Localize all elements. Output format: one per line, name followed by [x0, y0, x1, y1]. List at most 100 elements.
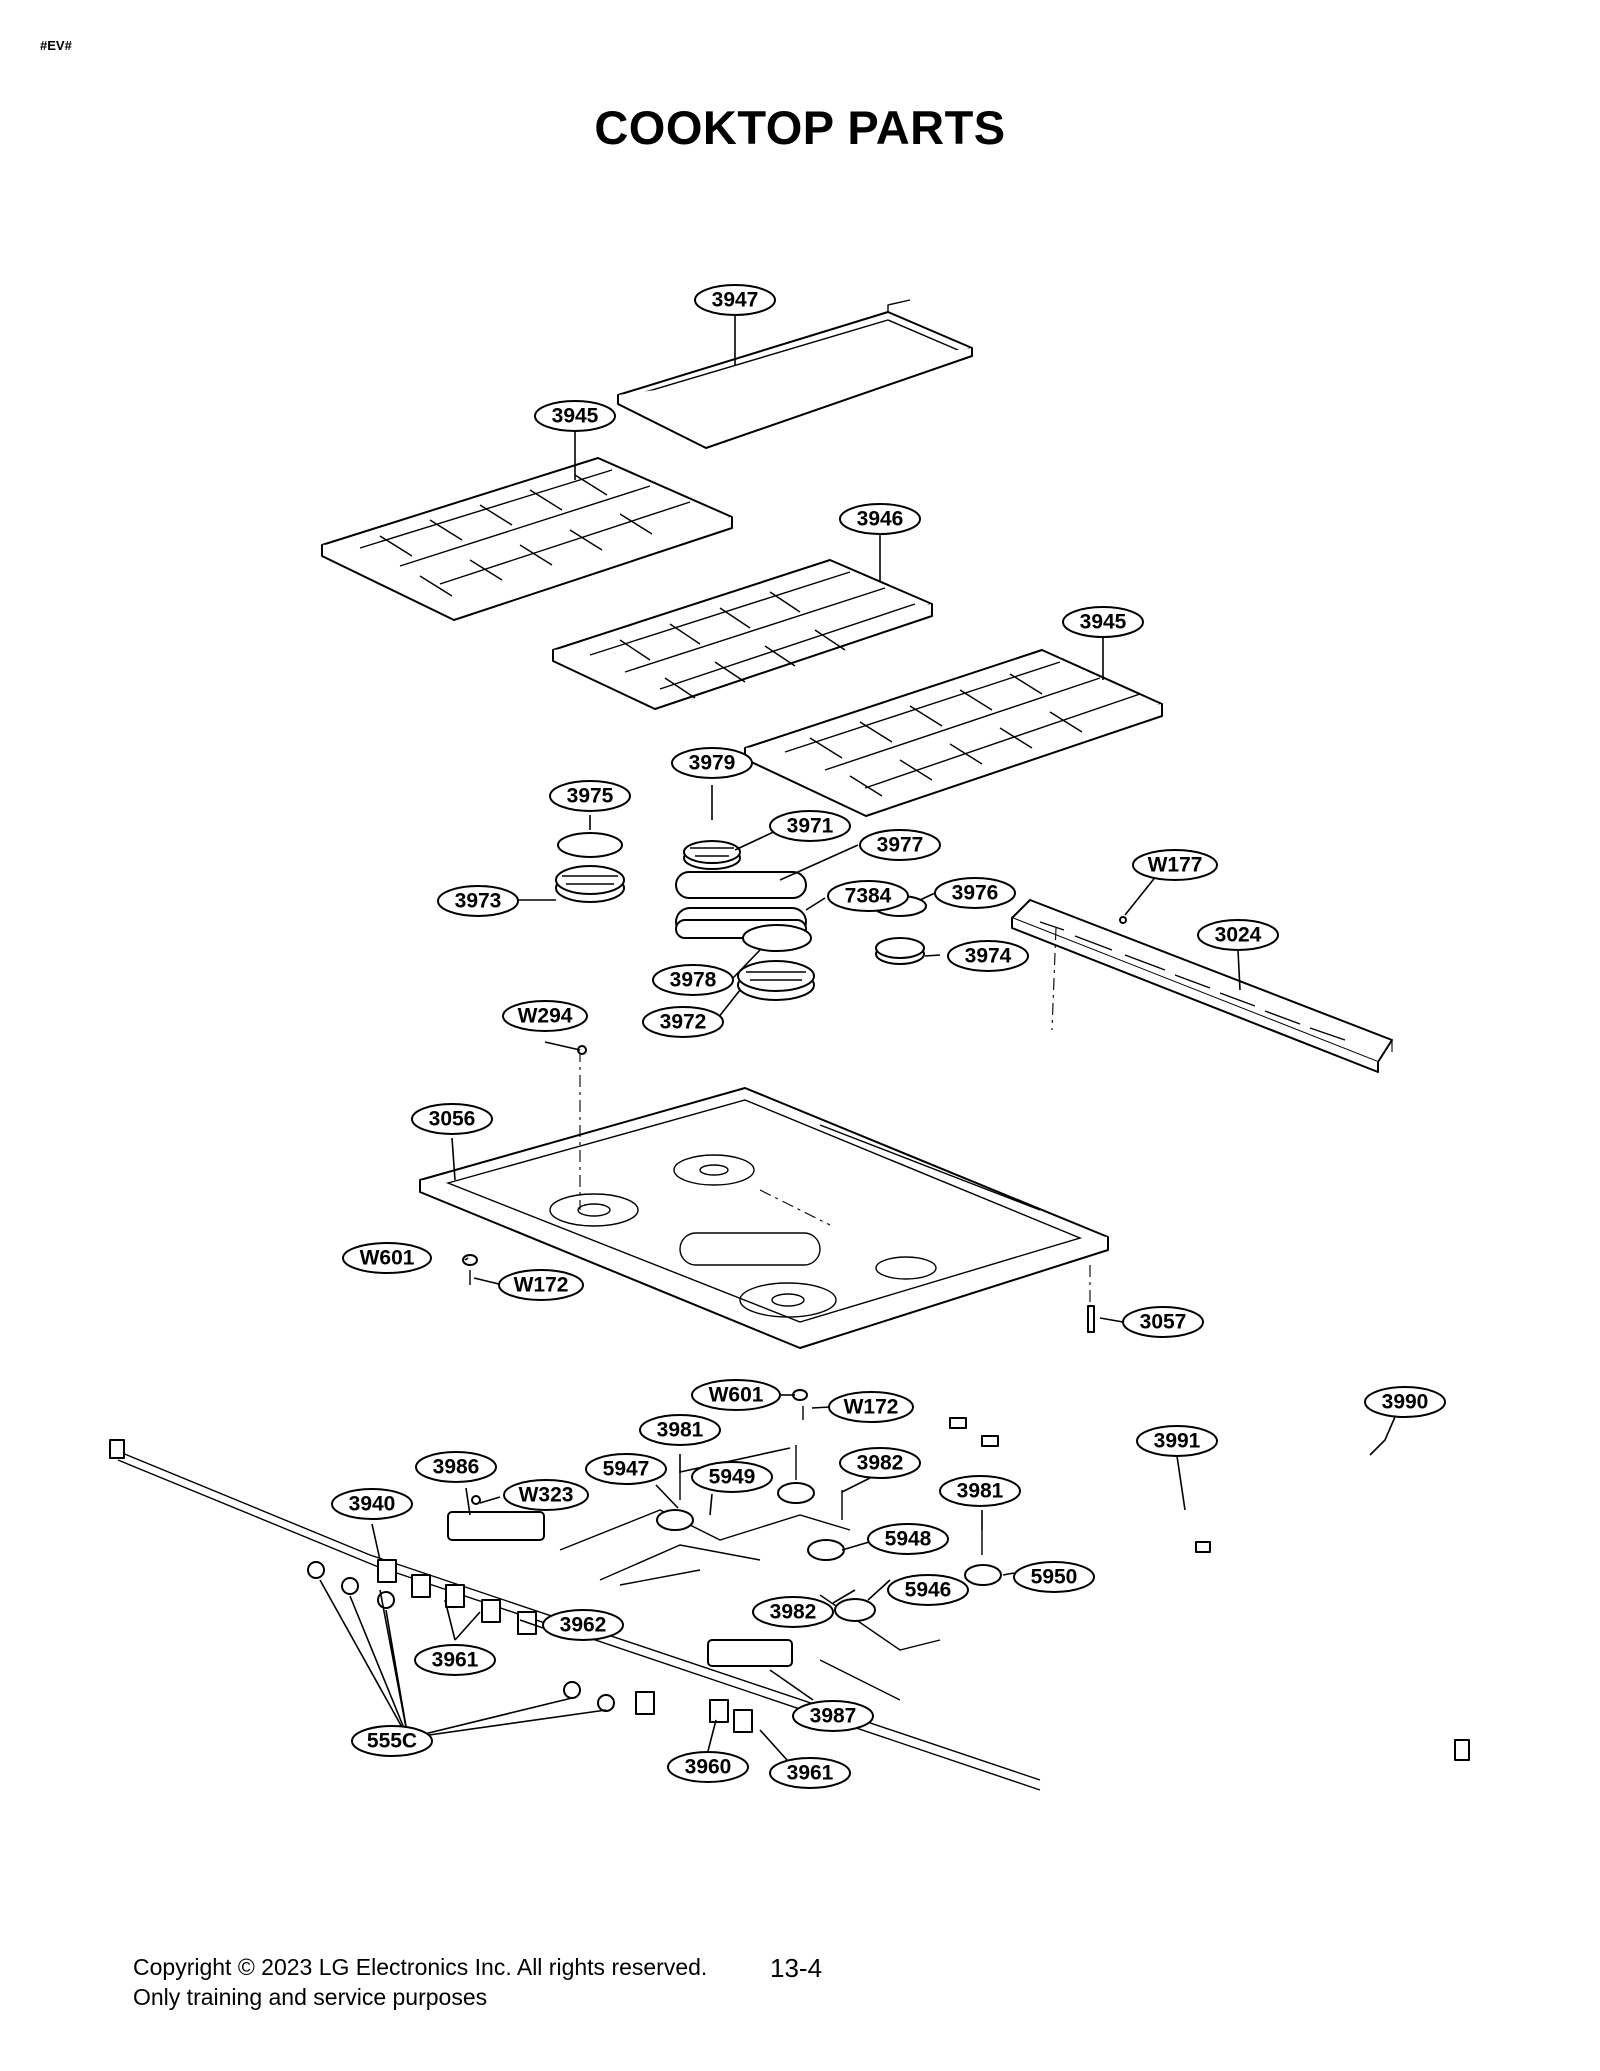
- callout-3972[interactable]: 3972: [642, 1006, 724, 1038]
- svg-text:3960: 3960: [685, 1756, 732, 1779]
- svg-text:3972: 3972: [660, 1011, 707, 1034]
- svg-text:3991: 3991: [1154, 1430, 1201, 1453]
- callout-3940[interactable]: 3940: [331, 1488, 413, 1520]
- callout-w177[interactable]: W177: [1132, 849, 1218, 881]
- svg-text:W177: W177: [1148, 854, 1203, 877]
- callout-5946[interactable]: 5946: [887, 1574, 969, 1606]
- callout-3056[interactable]: 3056: [411, 1103, 493, 1135]
- callout-3962[interactable]: 3962: [542, 1609, 624, 1641]
- griddle-part: [617, 299, 973, 449]
- svg-text:3024: 3024: [1215, 924, 1262, 947]
- valve-and-manifold-assembly: [109, 1439, 1041, 1791]
- callout-3024[interactable]: 3024: [1197, 919, 1279, 951]
- svg-text:5948: 5948: [885, 1528, 932, 1551]
- svg-text:3975: 3975: [567, 785, 614, 808]
- svg-text:3982: 3982: [770, 1601, 817, 1624]
- callout-3986[interactable]: 3986: [415, 1451, 497, 1483]
- callout-3978[interactable]: 3978: [652, 964, 734, 996]
- svg-text:3987: 3987: [810, 1705, 857, 1728]
- callout-w172-center[interactable]: W172: [828, 1391, 914, 1423]
- svg-text:W294: W294: [518, 1005, 573, 1028]
- callout-3990[interactable]: 3990: [1364, 1386, 1446, 1418]
- callout-5947[interactable]: 5947: [585, 1453, 667, 1485]
- callout-3987[interactable]: 3987: [792, 1700, 874, 1732]
- svg-text:3982: 3982: [857, 1452, 904, 1475]
- page-number: 13-4: [770, 1953, 823, 1983]
- callout-3975[interactable]: 3975: [549, 780, 631, 812]
- callout-3945-left[interactable]: 3945: [534, 400, 616, 432]
- callout-3946[interactable]: 3946: [839, 503, 921, 535]
- callout-3976[interactable]: 3976: [934, 877, 1016, 909]
- usage-note: Only training and service purposes: [133, 1984, 488, 2010]
- document-tag: #EV#: [40, 38, 72, 53]
- center-grate-part: [552, 559, 933, 710]
- callout-3057[interactable]: 3057: [1122, 1306, 1204, 1338]
- svg-text:3056: 3056: [429, 1108, 476, 1131]
- part-callouts: 3947 3945 3946 3945 3979 3975 3971 3977 …: [331, 284, 1446, 1789]
- svg-text:3990: 3990: [1382, 1391, 1429, 1414]
- svg-text:3945: 3945: [552, 405, 599, 428]
- callout-3974[interactable]: 3974: [947, 940, 1029, 972]
- svg-text:5950: 5950: [1031, 1566, 1078, 1589]
- callout-3971[interactable]: 3971: [769, 810, 851, 842]
- callout-7384[interactable]: 7384: [827, 880, 909, 912]
- svg-text:3945: 3945: [1080, 611, 1127, 634]
- callout-w294[interactable]: W294: [502, 1000, 588, 1032]
- callout-3982-upper[interactable]: 3982: [839, 1447, 921, 1479]
- svg-text:5947: 5947: [603, 1458, 650, 1481]
- callout-5949[interactable]: 5949: [691, 1461, 773, 1493]
- callout-3961-right[interactable]: 3961: [769, 1757, 851, 1789]
- callout-w601-left[interactable]: W601: [342, 1242, 432, 1274]
- callout-3979[interactable]: 3979: [671, 747, 753, 779]
- fasteners: [462, 916, 1127, 1505]
- svg-text:3986: 3986: [433, 1456, 480, 1479]
- svg-text:3978: 3978: [670, 969, 717, 992]
- callout-3981-lower[interactable]: 3981: [939, 1475, 1021, 1507]
- callout-3961-left[interactable]: 3961: [414, 1644, 496, 1676]
- svg-text:3973: 3973: [455, 890, 502, 913]
- svg-text:3977: 3977: [877, 834, 924, 857]
- svg-text:7384: 7384: [845, 885, 892, 908]
- svg-text:3961: 3961: [787, 1762, 834, 1785]
- svg-text:3940: 3940: [349, 1493, 396, 1516]
- callout-3960[interactable]: 3960: [667, 1751, 749, 1783]
- callout-3991[interactable]: 3991: [1136, 1425, 1218, 1457]
- callout-3973[interactable]: 3973: [437, 885, 519, 917]
- svg-text:3981: 3981: [657, 1419, 704, 1442]
- callout-3947[interactable]: 3947: [694, 284, 776, 316]
- right-grate-part: [744, 649, 1163, 817]
- svg-text:3981: 3981: [957, 1480, 1004, 1503]
- footer-text: Copyright © 2023 LG Electronics Inc. All…: [133, 1952, 707, 2012]
- callout-w323[interactable]: W323: [503, 1479, 589, 1511]
- page-title: COOKTOP PARTS: [594, 101, 1006, 154]
- svg-text:3976: 3976: [952, 882, 999, 905]
- svg-text:3947: 3947: [712, 289, 759, 312]
- svg-text:3962: 3962: [560, 1614, 607, 1637]
- svg-text:3961: 3961: [432, 1649, 479, 1672]
- svg-text:3946: 3946: [857, 508, 904, 531]
- control-panel-trim-part: [1011, 899, 1393, 1073]
- svg-text:W172: W172: [514, 1274, 569, 1297]
- burner-assemblies: [555, 832, 927, 1001]
- callout-3982-lower[interactable]: 3982: [752, 1596, 834, 1628]
- svg-text:3979: 3979: [689, 752, 736, 775]
- callout-w172-left[interactable]: W172: [498, 1269, 584, 1301]
- left-grate-part: [321, 457, 733, 621]
- callout-w601-center[interactable]: W601: [691, 1379, 781, 1411]
- svg-text:5949: 5949: [709, 1466, 756, 1489]
- copyright-notice: Copyright © 2023 LG Electronics Inc. All…: [133, 1954, 708, 1980]
- cooktop-main-top-part: [419, 1050, 1109, 1349]
- callout-5948[interactable]: 5948: [867, 1523, 949, 1555]
- svg-text:W601: W601: [709, 1384, 764, 1407]
- svg-text:5946: 5946: [905, 1579, 952, 1602]
- callout-5950[interactable]: 5950: [1013, 1561, 1095, 1593]
- svg-text:W172: W172: [844, 1396, 899, 1419]
- svg-text:3057: 3057: [1140, 1311, 1187, 1334]
- callout-3977[interactable]: 3977: [859, 829, 941, 861]
- callout-3981-upper[interactable]: 3981: [639, 1414, 721, 1446]
- svg-text:W601: W601: [360, 1247, 415, 1270]
- callout-3945-right[interactable]: 3945: [1062, 606, 1144, 638]
- callout-555c[interactable]: 555C: [351, 1725, 433, 1757]
- svg-text:3971: 3971: [787, 815, 834, 838]
